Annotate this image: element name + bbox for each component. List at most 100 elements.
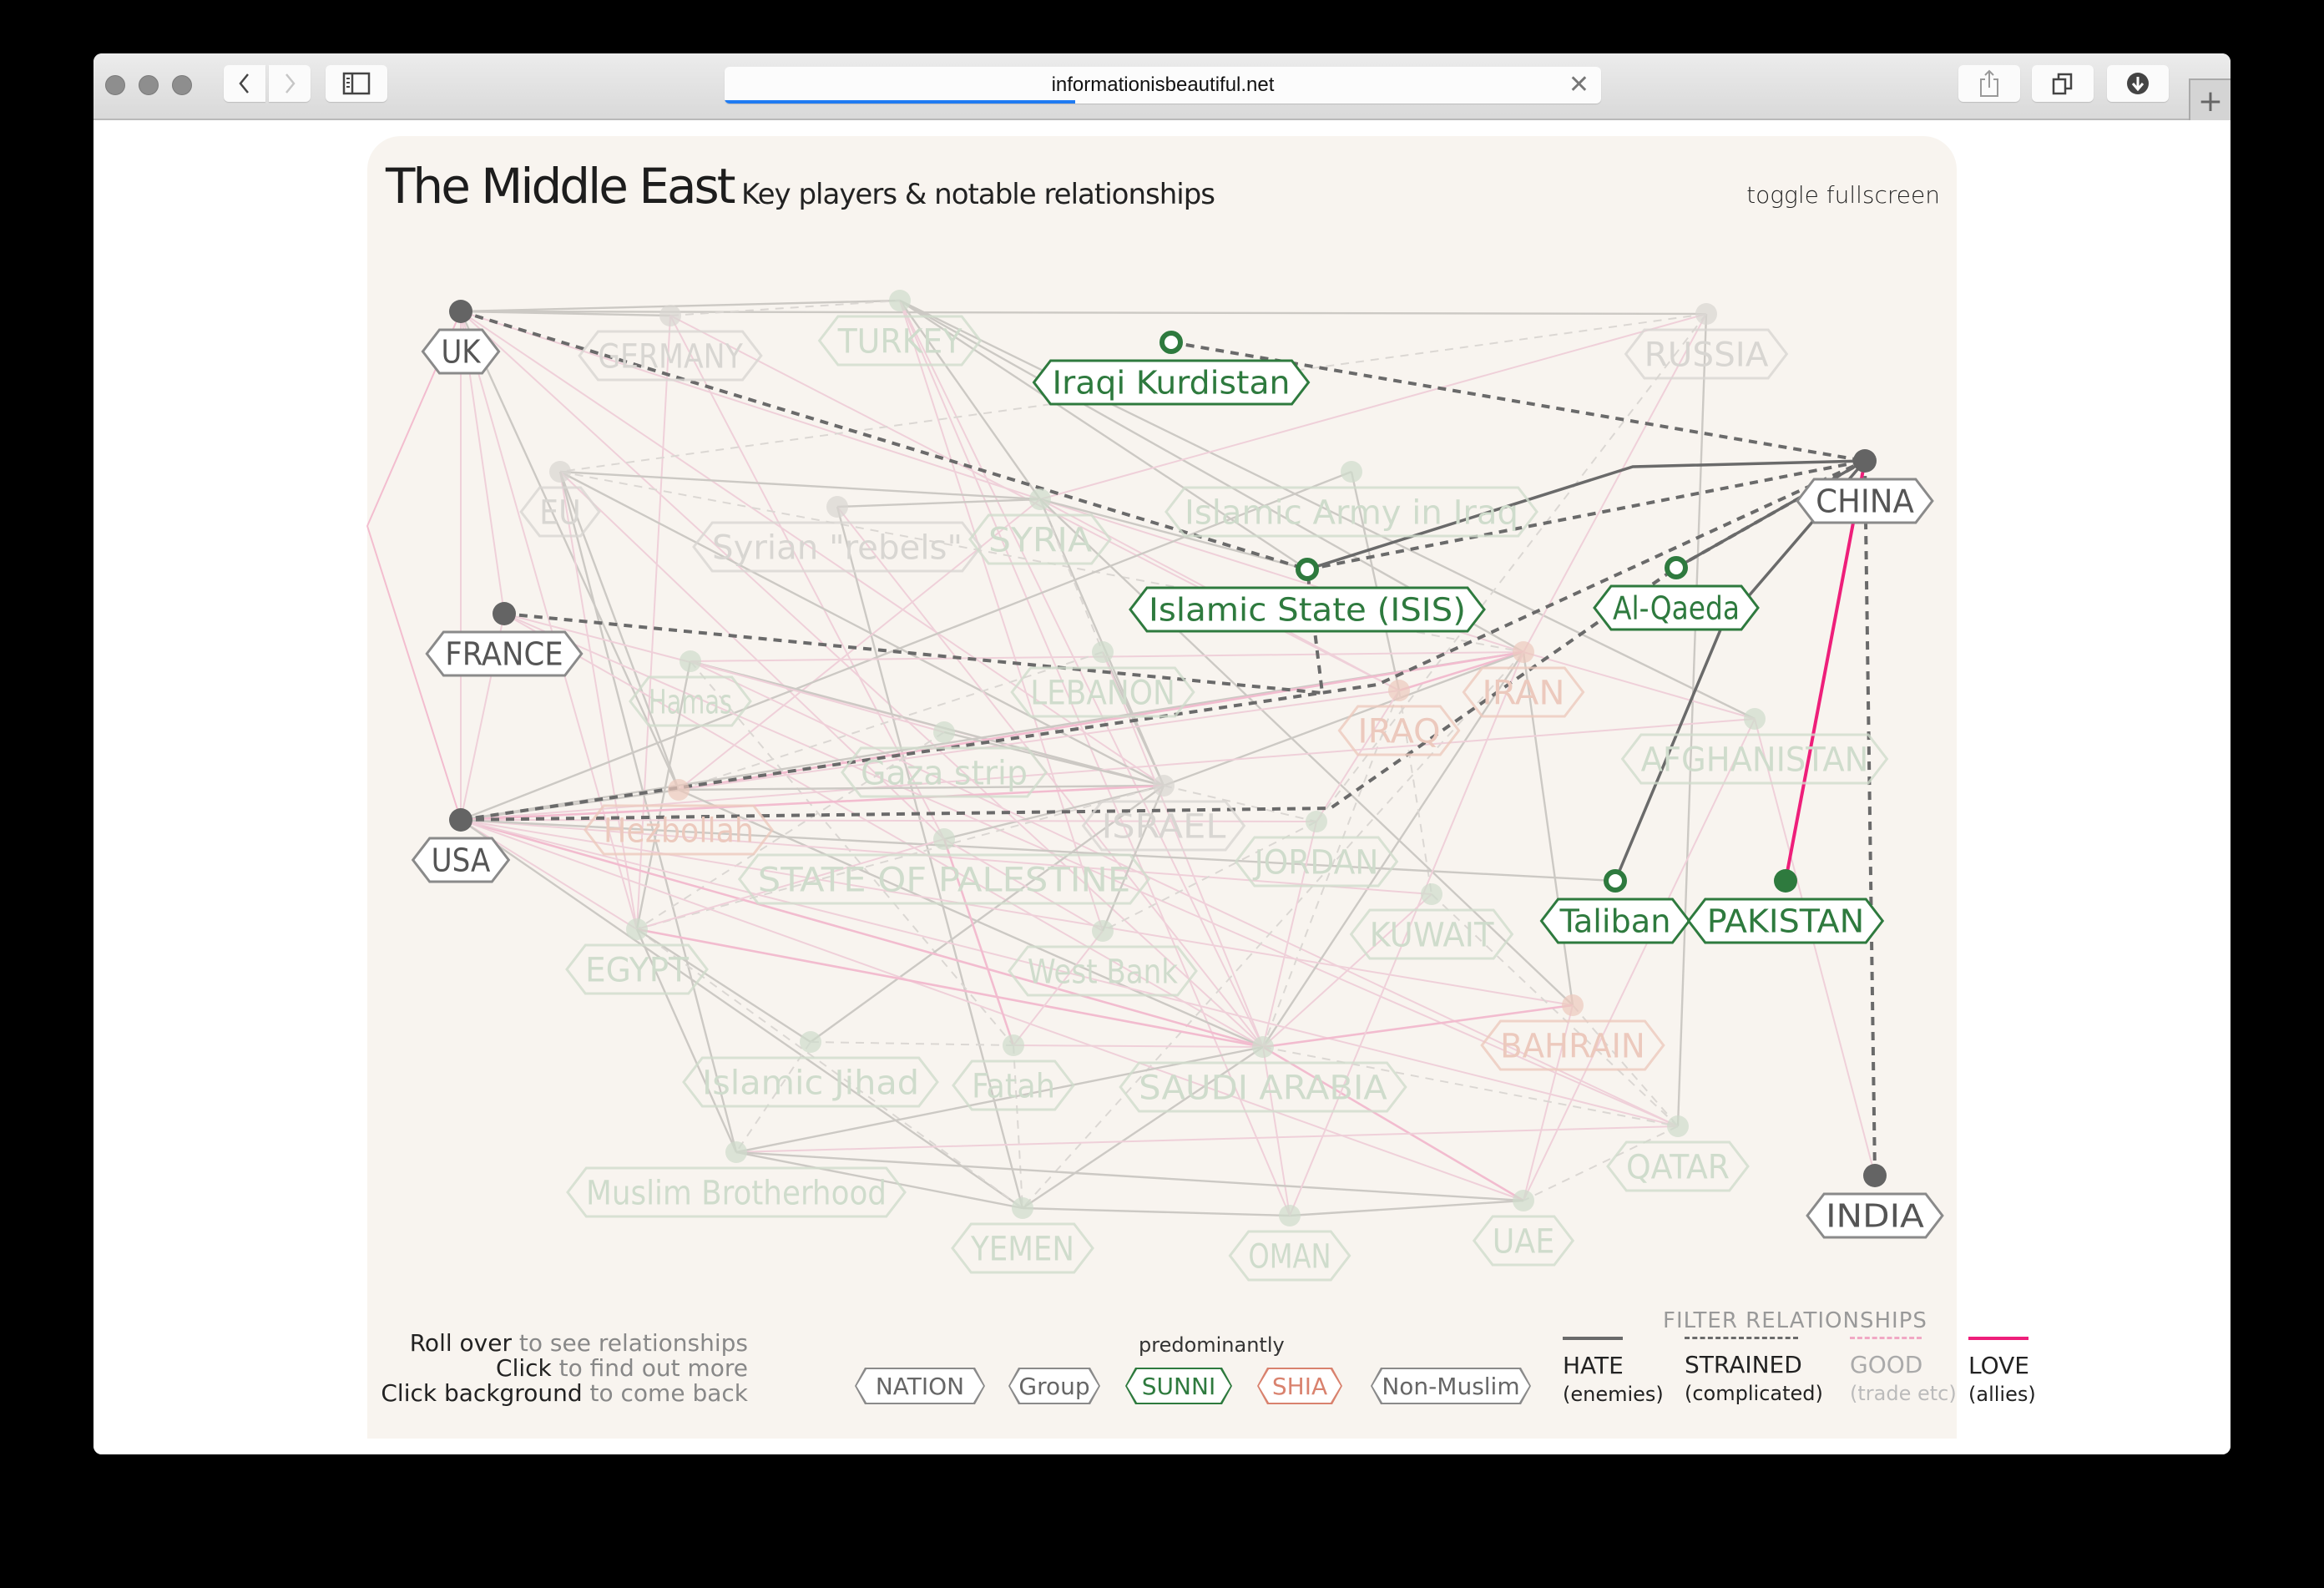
edge-strained xyxy=(1523,1125,1679,1201)
edge-good xyxy=(460,819,1524,1201)
node-dot-icon xyxy=(1667,1115,1689,1137)
node-france[interactable]: FRANCE xyxy=(425,602,584,677)
close-window-button[interactable] xyxy=(105,75,125,95)
node-dot-icon xyxy=(1513,641,1534,663)
node-label: TURKEY xyxy=(837,322,963,361)
legend-badge-label: Non-Muslim xyxy=(1382,1372,1520,1400)
edge-good xyxy=(1754,718,1876,1176)
node-china[interactable]: CHINA xyxy=(1796,449,1934,524)
node-oman[interactable]: OMAN xyxy=(1228,1205,1351,1282)
tabs-overview-button[interactable] xyxy=(2032,65,2094,102)
node-usa[interactable]: USA xyxy=(411,808,511,883)
node-iraq[interactable]: IRAQ xyxy=(1337,680,1461,756)
edge-good xyxy=(503,613,1679,1127)
filter-strained[interactable]: STRAINED(complicated) xyxy=(1685,1337,1823,1408)
help-action: Roll over xyxy=(409,1329,512,1357)
zoom-window-button[interactable] xyxy=(172,75,192,95)
edge-hate xyxy=(810,785,1165,1043)
node-qatar[interactable]: QATAR xyxy=(1606,1115,1750,1192)
node-syrian_rebels[interactable]: Syrian "rebels" xyxy=(692,496,983,573)
node-hezbollah[interactable]: Hezbollah xyxy=(584,779,774,856)
node-dot-icon xyxy=(659,305,681,326)
visualization-panel[interactable]: The Middle East Key players & notable re… xyxy=(367,136,2036,1439)
node-label-badge xyxy=(1806,1192,1944,1239)
node-syria[interactable]: SYRIA xyxy=(968,488,1112,565)
node-egypt[interactable]: EGYPT xyxy=(565,918,709,995)
node-dot-icon xyxy=(1003,1034,1024,1056)
node-ring-icon xyxy=(1665,556,1688,579)
edge-good xyxy=(1523,313,1707,653)
node-muslim_brotherhood[interactable]: Muslim Brotherhood xyxy=(566,1141,907,1218)
node-taliban[interactable]: Taliban xyxy=(1539,869,1691,944)
share-button[interactable] xyxy=(1958,65,2020,102)
legend-badge-label: NATION xyxy=(875,1372,965,1400)
node-lebanon[interactable]: LEBANON xyxy=(1010,641,1195,718)
node-dot-icon xyxy=(493,602,516,625)
edge-love-pakistan-china xyxy=(1784,460,1867,882)
node-yemen[interactable]: YEMEN xyxy=(951,1197,1094,1274)
node-dot-icon xyxy=(1695,303,1717,325)
sidebar-button[interactable] xyxy=(326,65,387,102)
address-bar[interactable]: informationisbeautiful.net ✕ xyxy=(725,67,1601,104)
node-west_bank[interactable]: West Bank xyxy=(1008,920,1198,997)
legend-badge-nation: NATION xyxy=(855,1368,985,1404)
node-russia[interactable]: RUSSIA xyxy=(1624,303,1789,380)
toggle-fullscreen-link[interactable]: toggle fullscreen xyxy=(1746,181,1940,209)
node-iran[interactable]: IRAN xyxy=(1462,641,1585,718)
node-bahrain[interactable]: BAHRAIN xyxy=(1480,994,1665,1071)
node-dot-icon xyxy=(1012,1197,1033,1219)
node-saudi[interactable]: SAUDI ARABIA xyxy=(1119,1036,1407,1113)
node-label: QATAR xyxy=(1626,1148,1730,1186)
node-dot-icon xyxy=(933,721,955,743)
node-islamic_army_iraq[interactable]: Islamic Army in Iraq xyxy=(1165,461,1538,538)
node-dot-icon xyxy=(549,461,571,483)
node-islamic_jihad[interactable]: Islamic Jihad xyxy=(682,1031,939,1108)
node-label-badge xyxy=(692,521,983,573)
edge-strained xyxy=(1039,498,1104,653)
node-jordan[interactable]: JORDAN xyxy=(1234,811,1399,888)
help-hint: to find out more xyxy=(551,1354,748,1382)
back-button[interactable] xyxy=(224,65,265,102)
node-uae[interactable]: UAE xyxy=(1472,1190,1575,1267)
node-eu[interactable]: EU xyxy=(519,461,601,538)
node-label-badge xyxy=(817,315,983,367)
node-hamas[interactable]: Hamas xyxy=(629,650,752,727)
edge-strained xyxy=(1431,893,1679,1127)
minimize-window-button[interactable] xyxy=(139,75,159,95)
node-israel[interactable]: ISRAEL xyxy=(1081,775,1246,852)
edge-strained xyxy=(1022,651,1524,1209)
node-india[interactable]: INDIA xyxy=(1806,1164,1944,1239)
edge-hate xyxy=(735,1151,1524,1202)
filter-good[interactable]: GOOD(trade etc) xyxy=(1850,1337,1957,1408)
edge-hate xyxy=(459,311,680,791)
node-palestine[interactable]: STATE OF PALESTINE xyxy=(737,828,1151,905)
node-label: JORDAN xyxy=(1253,843,1379,882)
node-kuwait[interactable]: KUWAIT xyxy=(1349,883,1514,960)
edge-hate xyxy=(1039,498,1574,1006)
node-turkey[interactable]: TURKEY xyxy=(817,290,983,367)
filter-sublabel: (allies) xyxy=(1968,1383,2036,1406)
filter-hate[interactable]: HATE(enemies) xyxy=(1563,1337,1664,1408)
node-isis[interactable]: Islamic State (ISIS) xyxy=(1129,558,1486,633)
edge-hate xyxy=(636,928,811,1044)
downloads-button[interactable] xyxy=(2107,65,2169,102)
node-uk[interactable]: UK xyxy=(421,300,501,375)
node-pakistan[interactable]: PAKISTAN xyxy=(1686,869,1885,944)
edge-strained-usa-al_qaeda xyxy=(460,566,1678,822)
node-afghanistan[interactable]: AFGHANISTAN xyxy=(1620,708,1889,785)
node-fatah[interactable]: Fatah xyxy=(952,1034,1075,1111)
edge-hate xyxy=(1022,1206,1291,1217)
node-al_qaeda[interactable]: Al-Qaeda xyxy=(1593,556,1760,631)
node-label-badge xyxy=(1480,1019,1665,1071)
filter-love[interactable]: LOVE(allies) xyxy=(1968,1337,2036,1408)
node-label-badge xyxy=(1228,1230,1351,1282)
node-dot-icon xyxy=(1863,1164,1887,1187)
node-gaza[interactable]: Gaza strip xyxy=(841,721,1048,798)
node-label: UK xyxy=(441,334,482,371)
new-tab-button[interactable]: + xyxy=(2189,78,2231,122)
stop-loading-button[interactable]: ✕ xyxy=(1569,70,1589,99)
forward-button[interactable] xyxy=(269,65,311,102)
node-germany[interactable]: GERMANY xyxy=(578,305,763,382)
node-iraqi_kurdistan[interactable]: Iraqi Kurdistan xyxy=(1032,331,1311,406)
